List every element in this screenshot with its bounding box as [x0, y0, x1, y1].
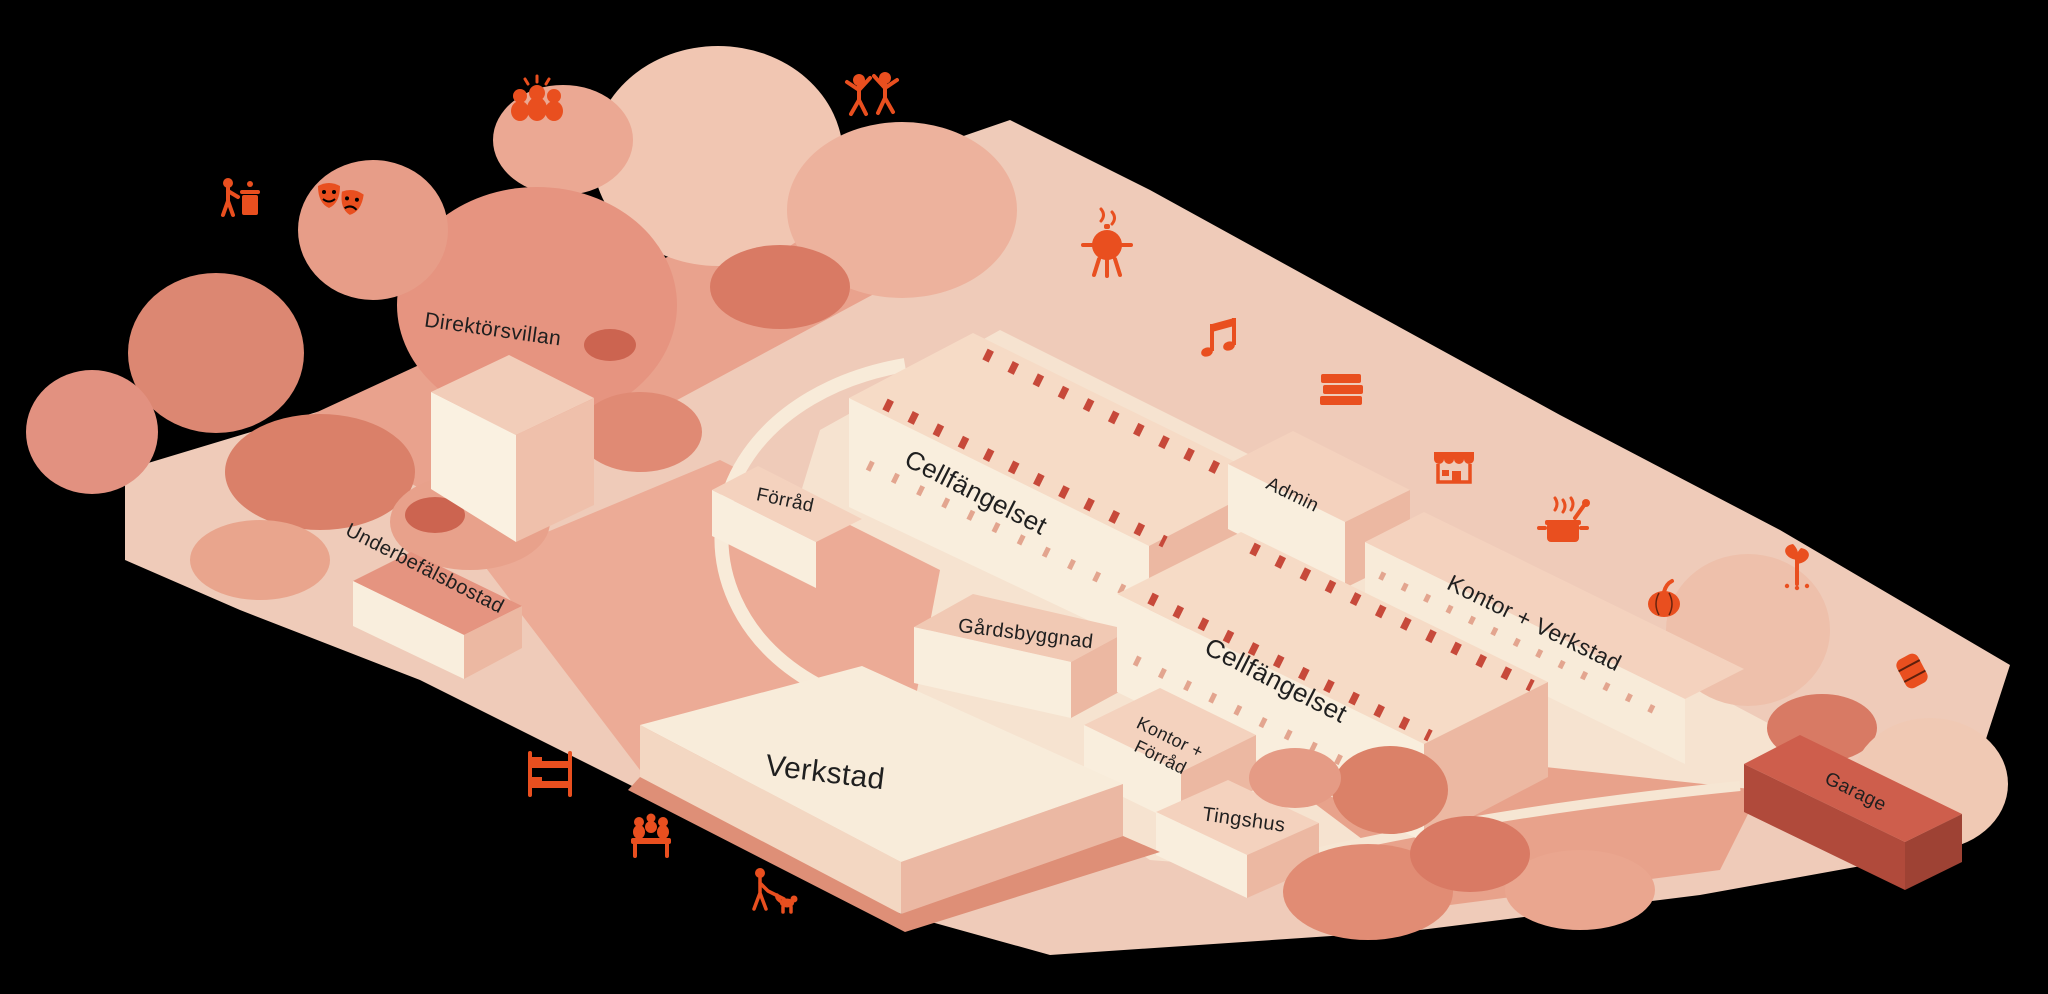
roof: [1117, 532, 1548, 744]
building-verkstad: [640, 666, 1123, 914]
wall-side: [464, 606, 522, 679]
wall-front: [431, 392, 516, 542]
barrel-icon: [1896, 653, 1928, 689]
meeting-table-icon: [631, 813, 671, 858]
roof: [1156, 780, 1319, 855]
building-gardsbyggnad: [914, 594, 1130, 718]
wall-front: [1228, 464, 1345, 588]
roof: [712, 466, 862, 542]
ground-edge-shadow: [628, 777, 1160, 932]
wall-side: [1247, 823, 1319, 898]
building-underbefalsbostad: [353, 552, 522, 679]
tree: [190, 520, 330, 600]
trees-front: [628, 746, 1655, 940]
wall-front: [914, 627, 1071, 718]
plant-sprout-icon: [1784, 544, 1810, 591]
person-recycling-icon: [221, 178, 260, 217]
wall-front: [1156, 812, 1247, 898]
roof: [914, 594, 1130, 662]
community-group-icon: [511, 74, 563, 121]
wall-front: [1365, 542, 1685, 764]
tree: [578, 392, 702, 472]
storefront-icon: [1434, 452, 1474, 484]
trees-back: [26, 46, 2008, 850]
barbecue-grill-icon: [1081, 207, 1133, 278]
tree: [493, 85, 633, 195]
tree: [710, 245, 850, 329]
theater-masks-icon: [318, 183, 364, 215]
tree: [1283, 844, 1453, 940]
tree: [1249, 748, 1341, 808]
tree: [1410, 816, 1530, 892]
building-forrad: [712, 466, 862, 588]
bush: [584, 329, 636, 361]
wall-side: [516, 398, 594, 542]
tree: [128, 273, 304, 433]
roof: [353, 552, 522, 635]
window-row: [865, 460, 1143, 603]
pumpkin-icon: [1648, 579, 1680, 617]
tree: [1505, 850, 1655, 930]
dog-walking-icon: [752, 868, 798, 914]
activity-icons: [221, 72, 1928, 914]
roof: [1084, 688, 1256, 772]
tree: [225, 414, 415, 530]
roof: [1744, 735, 1962, 842]
wall-side: [1071, 630, 1130, 718]
tree: [593, 46, 843, 266]
wall-front: [640, 725, 901, 914]
building-garage: [1744, 735, 1962, 890]
wall-side: [1905, 814, 1962, 890]
roof: [1365, 512, 1744, 699]
bush: [405, 497, 465, 533]
wall-front: [1084, 725, 1181, 825]
music-notes-icon: [1201, 318, 1236, 357]
tree: [26, 370, 158, 494]
wall-front: [1744, 764, 1905, 890]
south-wall: [1318, 781, 1741, 857]
cooking-pot-icon: [1537, 496, 1590, 542]
dancing-people-icon: [845, 72, 899, 116]
building-direktorsvillan: [431, 355, 594, 542]
wall-side: [901, 784, 1123, 914]
roof: [640, 666, 1123, 862]
tree: [298, 160, 448, 300]
building-tingshus: [1156, 780, 1319, 898]
roof: [431, 355, 594, 435]
window-row: [1378, 571, 1672, 722]
tree: [1332, 746, 1448, 834]
wall-front: [353, 581, 464, 679]
roof: [849, 333, 1274, 546]
wall-end: [1424, 682, 1548, 842]
book-stack-icon: [1320, 374, 1363, 405]
wall-front: [712, 490, 816, 588]
tree: [397, 187, 677, 423]
building-kontor-verkstad: [1365, 512, 1744, 764]
tree: [787, 122, 1017, 298]
bunk-bed-icon: [528, 751, 572, 797]
roof: [1228, 431, 1410, 522]
